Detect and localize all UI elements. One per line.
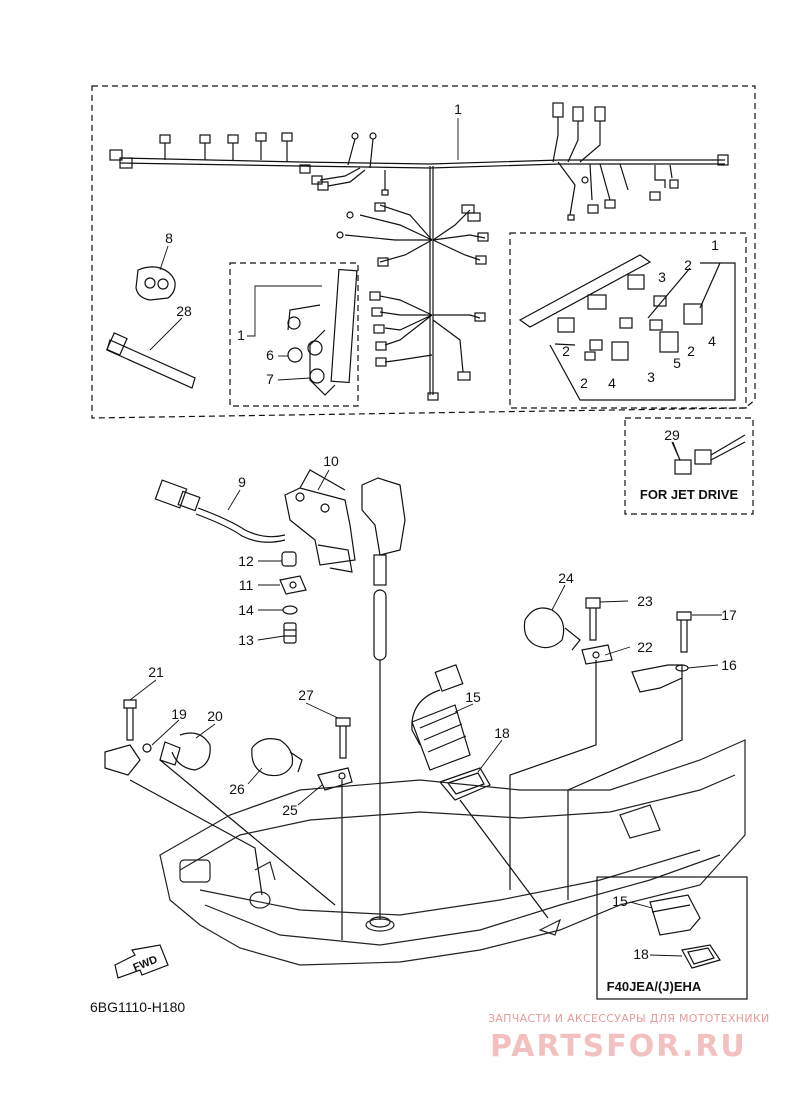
diagram-code: 6BG1110-H180 xyxy=(90,999,185,1015)
part-label-20: 20 xyxy=(207,708,223,724)
part-label-5: 5 xyxy=(673,355,681,371)
watermark-logo: PARTSFOR.RU xyxy=(490,1029,747,1064)
part-label-3-a: 3 xyxy=(658,269,666,285)
jet-drive-box xyxy=(624,417,754,515)
part-label-1-harness: 1 xyxy=(454,101,462,117)
part-label-2-c: 2 xyxy=(687,343,695,359)
wire-lead-9 xyxy=(154,479,286,543)
plate-25 xyxy=(317,767,353,940)
part-label-2-d: 2 xyxy=(580,375,588,391)
collar-12 xyxy=(281,551,297,567)
leader-lines-left xyxy=(129,759,336,906)
bottom-cowling xyxy=(159,739,746,966)
variant-detail-box xyxy=(596,876,748,1000)
part-label-24: 24 xyxy=(558,570,574,586)
part-label-2-b: 2 xyxy=(562,343,570,359)
bolt-23 xyxy=(585,597,601,641)
screw-13 xyxy=(283,622,297,644)
part-label-29: 29 xyxy=(664,427,680,443)
fwd-arrow xyxy=(114,944,169,979)
switch-15 xyxy=(411,664,471,771)
variant-caption: F40JEA/(J)EHA xyxy=(607,979,702,994)
clamp-20 xyxy=(159,732,211,771)
sensor-assembly xyxy=(287,268,358,396)
connector-group xyxy=(518,254,736,401)
cable-band-28 xyxy=(106,332,196,389)
part-label-25: 25 xyxy=(282,802,298,818)
jet-drive-caption: FOR JET DRIVE xyxy=(640,487,739,502)
part-label-12: 12 xyxy=(238,553,254,569)
bracket-16 xyxy=(567,664,689,900)
callout-leaders xyxy=(129,118,722,957)
part-label-26: 26 xyxy=(229,781,245,797)
part-label-16: 16 xyxy=(721,657,737,673)
part-label-1-sensor: 1 xyxy=(237,327,245,343)
bolt-17 xyxy=(676,611,692,653)
sensor-rod xyxy=(361,477,406,928)
part-label-18-variant: 18 xyxy=(633,946,649,962)
part-label-17: 17 xyxy=(721,607,737,623)
harness-outline-box xyxy=(91,85,756,419)
part-label-15-variant: 15 xyxy=(612,893,628,909)
connector-detail-box xyxy=(509,232,747,409)
part-label-23: 23 xyxy=(637,593,653,609)
jet-drive-plug xyxy=(671,434,746,475)
part-label-2-a: 2 xyxy=(684,257,692,273)
bracket-10 xyxy=(284,469,356,573)
clamp-24 xyxy=(523,607,581,651)
part-label-10: 10 xyxy=(323,453,339,469)
grommet-18 xyxy=(438,767,549,919)
bolt-21 xyxy=(123,699,137,741)
wire-harness xyxy=(109,102,729,401)
bolt-27 xyxy=(335,717,351,759)
part-label-27: 27 xyxy=(298,687,314,703)
clip-8 xyxy=(135,266,176,301)
plate-22 xyxy=(509,644,613,890)
plate-bracket-19 xyxy=(104,743,152,776)
part-label-6: 6 xyxy=(266,347,274,363)
part-label-28: 28 xyxy=(176,303,192,319)
clamp-26 xyxy=(251,738,303,777)
washer-14 xyxy=(282,605,298,615)
switch-variant-15 xyxy=(649,894,701,936)
part-label-9: 9 xyxy=(238,474,246,490)
part-label-18: 18 xyxy=(494,725,510,741)
part-label-3-b: 3 xyxy=(647,369,655,385)
part-label-21: 21 xyxy=(148,664,164,680)
part-label-14: 14 xyxy=(238,602,254,618)
part-label-13: 13 xyxy=(238,632,254,648)
part-label-4-a: 4 xyxy=(708,333,716,349)
part-label-22: 22 xyxy=(637,639,653,655)
part-label-7: 7 xyxy=(266,371,274,387)
watermark-tagline: ЗАПЧАСТИ И АКСЕССУАРЫ ДЛЯ МОТОТЕХНИКИ xyxy=(488,1012,770,1025)
part-label-19: 19 xyxy=(171,706,187,722)
plate-11 xyxy=(279,575,307,595)
part-label-4-b: 4 xyxy=(608,375,616,391)
part-label-15: 15 xyxy=(465,689,481,705)
sensor-detail-box xyxy=(229,262,359,407)
part-label-8: 8 xyxy=(165,230,173,246)
part-label-11: 11 xyxy=(239,577,254,593)
part-label-1-connectors: 1 xyxy=(711,237,719,253)
grommet-variant-18 xyxy=(681,944,721,969)
